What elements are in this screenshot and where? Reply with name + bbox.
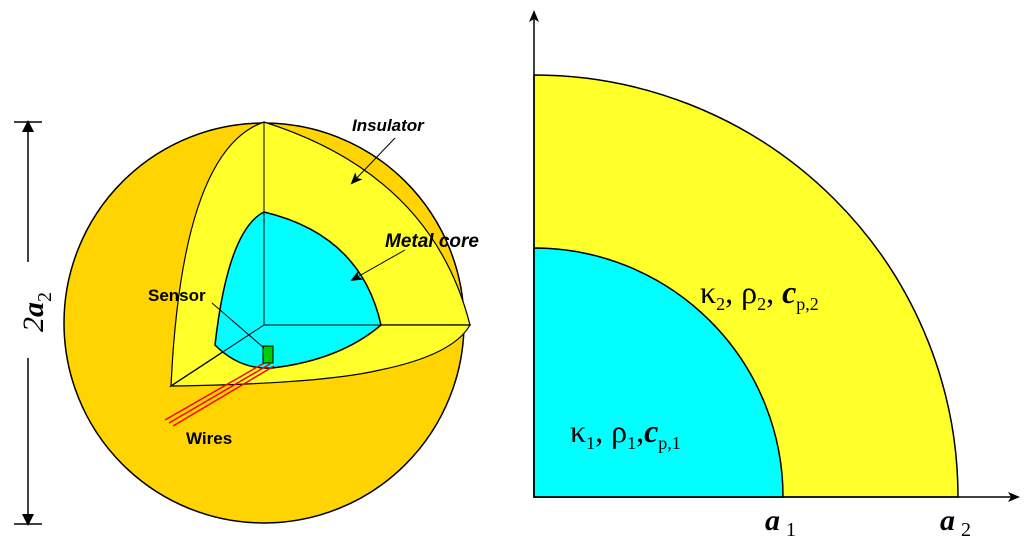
metal-core bbox=[214, 211, 382, 369]
diameter-label: 2a2 bbox=[17, 292, 56, 332]
sensor-label: Sensor bbox=[148, 286, 206, 305]
wires-label: Wires bbox=[186, 429, 232, 448]
outer-region-properties: κ2, ρ2, cp,2 bbox=[700, 274, 819, 314]
inner-region bbox=[533, 247, 784, 498]
sensor-leader bbox=[211, 302, 265, 349]
inner-region-properties: κ1, ρ1,cp,1 bbox=[570, 413, 681, 453]
insulator-leader bbox=[350, 137, 396, 185]
wires bbox=[164, 361, 275, 427]
sensor bbox=[262, 345, 274, 364]
insulator-label: Insulator bbox=[352, 116, 425, 135]
diameter-dimension: 2a2 bbox=[14, 120, 56, 526]
metal-core-label: Metal core bbox=[385, 231, 479, 252]
metal-core-leader bbox=[350, 249, 406, 281]
cutaway-sphere: Insulator Metal core Sensor Wires bbox=[63, 116, 479, 524]
